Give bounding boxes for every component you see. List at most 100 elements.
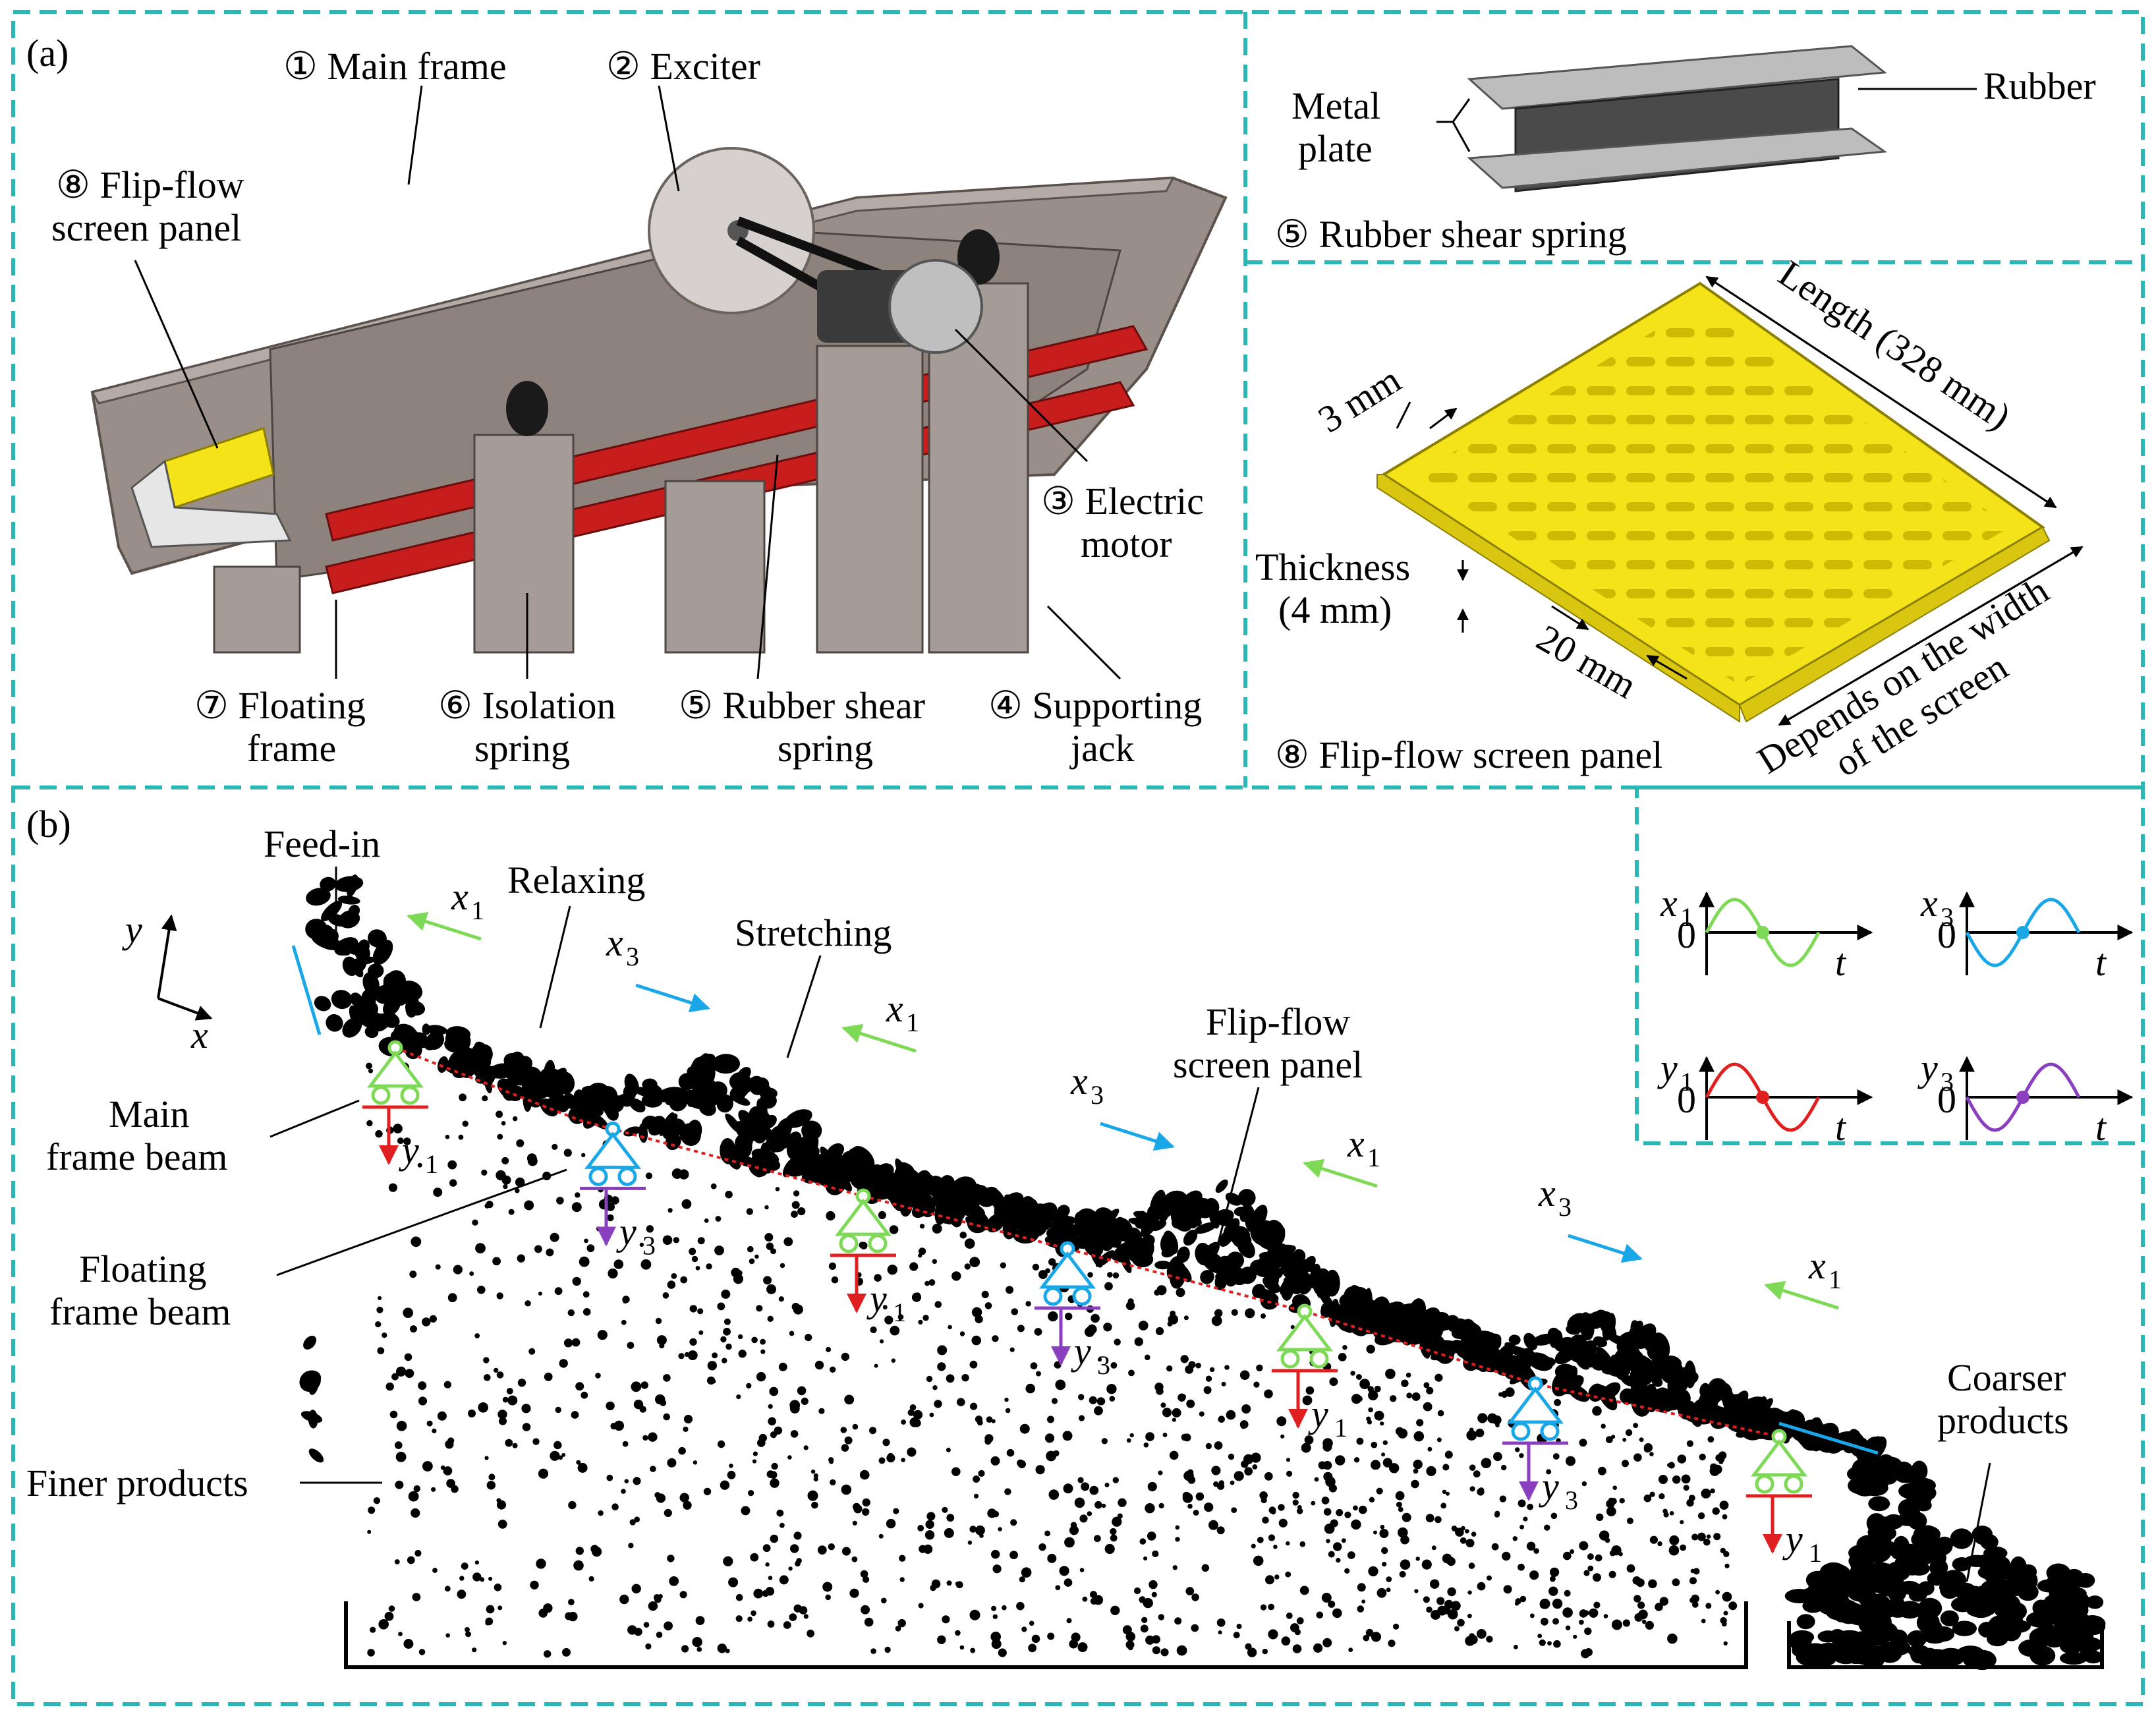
- fine-particle: [1087, 1511, 1092, 1516]
- fine-particle: [695, 1266, 700, 1271]
- coarse-particle: [871, 1182, 885, 1194]
- coarse-particle: [1150, 1220, 1167, 1232]
- fine-particle: [407, 1556, 415, 1564]
- fine-particle: [1655, 1603, 1663, 1611]
- fine-particle: [1055, 1379, 1066, 1390]
- fine-particle: [1635, 1578, 1645, 1587]
- fine-particle: [1519, 1595, 1527, 1603]
- coarse-particle: [665, 1113, 678, 1124]
- fine-particle: [893, 1508, 899, 1514]
- fine-particle: [1216, 1526, 1225, 1535]
- fine-particle: [1356, 1395, 1363, 1402]
- fine-particle: [1693, 1568, 1700, 1575]
- beam-direction-label: y: [399, 1129, 419, 1172]
- coarse-product: [1939, 1580, 1960, 1599]
- fine-particle: [841, 1484, 852, 1495]
- fine-particle: [561, 1452, 566, 1457]
- coarse-particle: [1128, 1217, 1155, 1227]
- fine-particle: [534, 1245, 542, 1253]
- fine-particle: [884, 1646, 891, 1653]
- fine-particle: [521, 1404, 531, 1414]
- fine-particle: [1262, 1648, 1268, 1655]
- fine-particle: [862, 1498, 870, 1507]
- screen-thickness-label-1: Thickness: [1255, 546, 1410, 588]
- fine-particle: [1167, 1321, 1173, 1327]
- fine-particle: [775, 1187, 780, 1191]
- fine-particle: [1707, 1436, 1715, 1443]
- fine-particle: [1234, 1471, 1244, 1481]
- fine-particle: [472, 1647, 477, 1653]
- fine-particle: [1397, 1428, 1408, 1439]
- fine-particle: [370, 1626, 376, 1633]
- coarse-particle: [801, 1120, 822, 1141]
- fine-particle: [1025, 1383, 1035, 1394]
- label-rubber-shear-2: spring: [778, 727, 873, 770]
- fine-particle: [1371, 1460, 1381, 1470]
- fine-particle: [1359, 1379, 1371, 1390]
- fine-particle: [1170, 1310, 1176, 1317]
- fine-particle: [554, 1287, 563, 1296]
- coarse-product: [1874, 1531, 1892, 1545]
- axis-indicator: [157, 914, 213, 1021]
- finer-particles: [366, 1062, 1738, 1659]
- panel-rubber-spring: Metal plate Rubber ⑤ Rubber shear spring: [1275, 45, 2096, 256]
- motion-subscript: 1: [471, 896, 484, 925]
- spring-caption: ⑤ Rubber shear spring: [1275, 213, 1627, 256]
- fine-particle: [388, 1183, 398, 1192]
- fine-particle: [860, 1570, 868, 1578]
- fine-particle: [1366, 1416, 1371, 1421]
- coarse-particle: [1494, 1359, 1512, 1376]
- fine-particle: [395, 1441, 403, 1449]
- fine-particle: [1552, 1453, 1560, 1460]
- fine-particle: [571, 1202, 582, 1213]
- fine-particle: [388, 1605, 395, 1612]
- fine-particle: [1344, 1568, 1350, 1574]
- fine-particle: [1299, 1541, 1306, 1547]
- fine-particle: [1533, 1548, 1539, 1554]
- fine-particle: [656, 1632, 663, 1638]
- fine-particle: [536, 1559, 546, 1569]
- fine-particle: [517, 1379, 526, 1387]
- coarse-particle: [314, 996, 331, 1012]
- fine-particle: [528, 1348, 536, 1355]
- fine-particle: [1633, 1423, 1639, 1429]
- coarse-particle: [725, 1113, 742, 1133]
- beam-direction-subscript: 3: [1565, 1485, 1578, 1515]
- fine-particle: [1304, 1435, 1314, 1444]
- fine-particle: [1180, 1355, 1189, 1363]
- support-jack-2: [473, 434, 575, 654]
- fine-particle: [942, 1615, 950, 1624]
- coarse-particle: [666, 1133, 681, 1151]
- label-coarser-2: products: [1937, 1399, 2069, 1442]
- coarse-particle: [824, 1166, 843, 1195]
- coarse-particle: [1307, 1261, 1316, 1273]
- fine-particle: [1388, 1640, 1396, 1647]
- beam-direction-label: y: [866, 1277, 887, 1320]
- fine-particle: [1363, 1634, 1370, 1642]
- fine-particle: [1659, 1597, 1668, 1606]
- fine-particle: [1706, 1534, 1711, 1539]
- coarse-particle: [678, 1073, 696, 1091]
- fine-particle: [992, 1564, 1002, 1574]
- fine-particle: [1286, 1470, 1293, 1477]
- fine-particle: [881, 1597, 887, 1604]
- fine-particle: [760, 1349, 766, 1354]
- fine-particle: [1169, 1450, 1179, 1460]
- fine-particle: [650, 1466, 656, 1472]
- fine-particle: [568, 1599, 575, 1606]
- fine-particle: [628, 1543, 634, 1549]
- waveform-axis-label: y: [1657, 1046, 1678, 1089]
- coarse-particle: [305, 919, 328, 940]
- fine-particle: [1274, 1574, 1280, 1580]
- fine-particle: [1539, 1639, 1546, 1646]
- coarse-particle: [1538, 1356, 1556, 1367]
- fine-particle: [1285, 1571, 1291, 1578]
- fine-particle: [951, 1271, 961, 1281]
- fine-particle: [662, 1235, 673, 1245]
- fine-particle: [1539, 1600, 1548, 1609]
- fine-particle: [1451, 1526, 1458, 1531]
- fine-particle: [624, 1479, 629, 1483]
- fine-particle: [1199, 1411, 1205, 1417]
